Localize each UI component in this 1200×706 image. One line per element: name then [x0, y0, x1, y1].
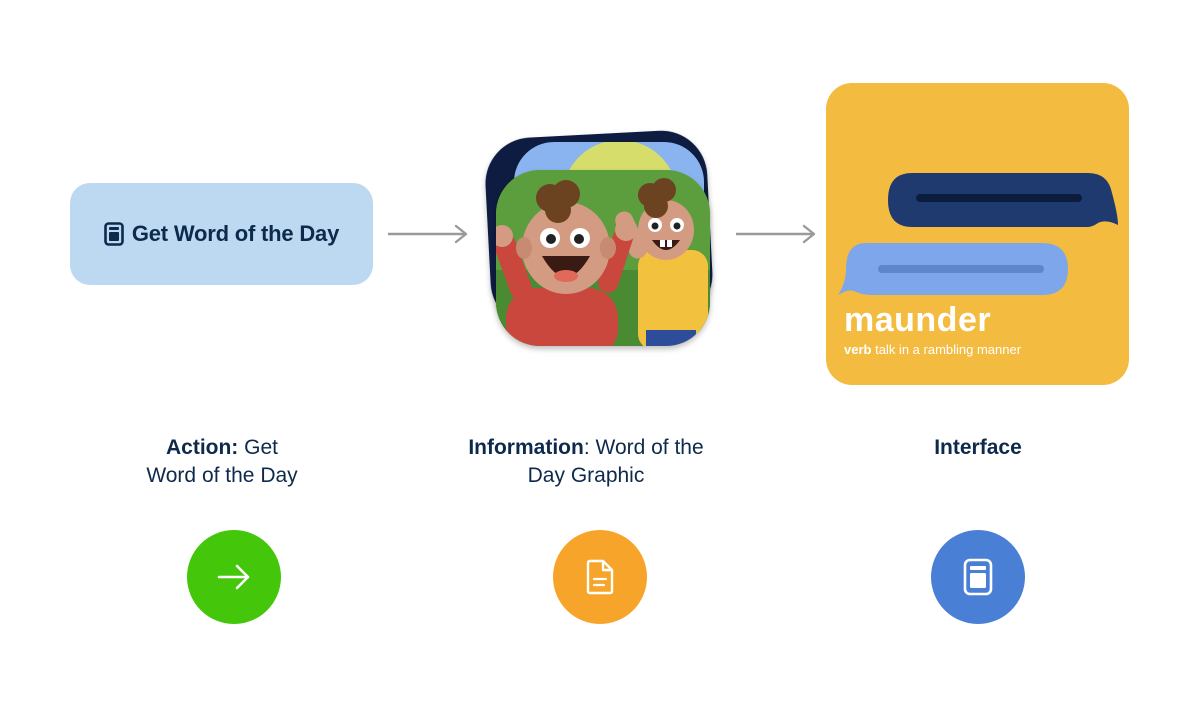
action-pill[interactable]: Get Word of the Day: [70, 183, 373, 285]
interface-card: maunder verb talk in a rambling manner: [826, 83, 1129, 385]
app-icon-stack: [485, 130, 713, 346]
flow-arrow-2: [736, 224, 816, 244]
caption-line2: Day Graphic: [527, 464, 645, 487]
information-badge: [553, 530, 647, 624]
caption-bold: Information: [468, 436, 584, 459]
screen-widget-icon: [963, 558, 993, 596]
caption-rest: : Word of the: [583, 436, 704, 459]
action-pill-label: Get Word of the Day: [131, 221, 340, 246]
caption-rest: Get: [238, 436, 278, 459]
chat-bubbles-illustration: [838, 173, 1118, 295]
word-title: maunder: [844, 301, 992, 339]
caption-bold: Interface: [934, 436, 1022, 459]
word-definition: verb talk in a rambling manner: [844, 342, 1021, 357]
definition-text: talk in a rambling manner: [875, 342, 1022, 357]
interface-badge: [931, 530, 1025, 624]
action-badge: [187, 530, 281, 624]
part-of-speech: verb: [844, 342, 872, 357]
action-caption: Action: Get Word of the Day: [82, 434, 362, 490]
caption-line2: Word of the Day: [146, 464, 298, 487]
document-icon: [104, 222, 124, 246]
information-caption: Information: Word of the Day Graphic: [436, 434, 736, 490]
caption-bold: Action:: [165, 436, 239, 459]
document-lines-icon: [586, 559, 614, 595]
arrow-right-icon: [217, 564, 250, 590]
interface-caption: Interface: [838, 434, 1118, 462]
flow-arrow-1: [388, 224, 468, 244]
